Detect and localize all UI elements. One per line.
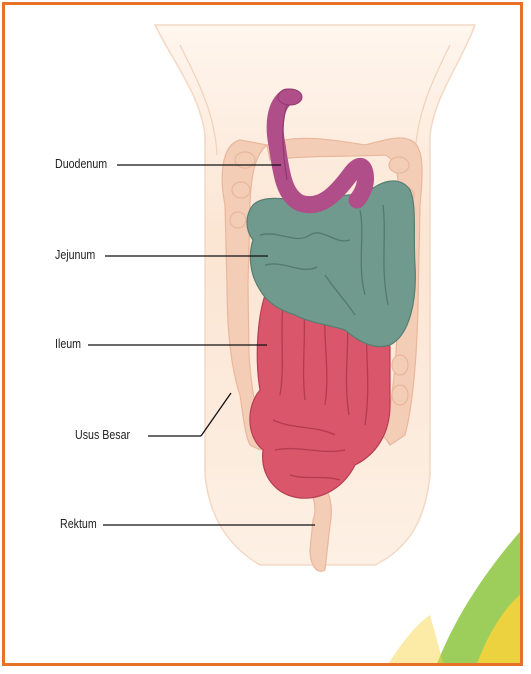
label-usus-besar: Usus Besar [75,427,130,442]
watermark-logo [5,5,523,666]
label-jejunum: Jejunum [55,247,95,262]
label-duodenum: Duodenum [55,156,107,171]
label-ileum: Ileum [55,336,81,351]
diagram-frame: Duodenum Jejunum Ileum Usus Besar Rektum [2,2,523,666]
label-rektum: Rektum [60,516,97,531]
